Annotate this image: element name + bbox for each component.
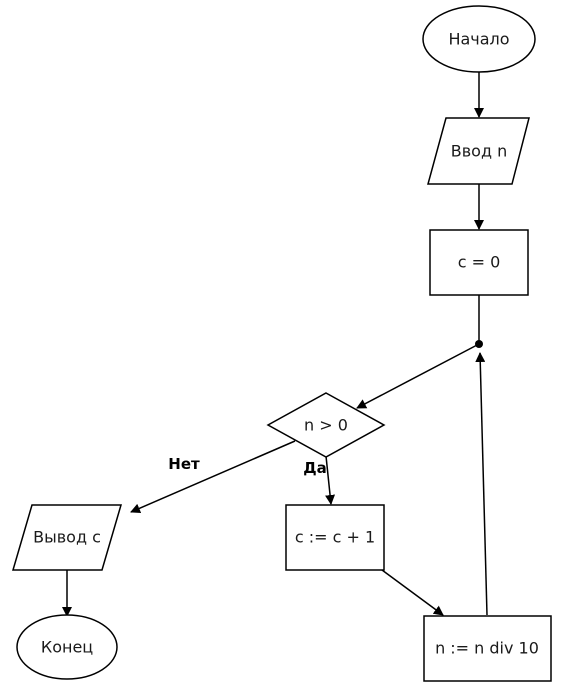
node-condition: n > 0 xyxy=(266,392,386,458)
node-increment: c := c + 1 xyxy=(285,504,385,571)
junction-dot xyxy=(475,340,483,348)
edge-divide-to-junction xyxy=(475,352,488,616)
node-start: Начало xyxy=(422,5,536,73)
node-input: Ввод n xyxy=(427,117,530,185)
edge-condition-to-output xyxy=(130,440,296,514)
node-divide: n := n div 10 xyxy=(423,615,552,682)
edge-junction-to-condition xyxy=(356,343,480,409)
node-end: Конец xyxy=(16,614,118,680)
node-condition-label: n > 0 xyxy=(304,416,348,435)
edge-condition-to-increment xyxy=(325,455,336,505)
edge-label-yes: Да xyxy=(303,459,326,477)
node-input-label: Ввод n xyxy=(451,142,507,161)
node-init: c = 0 xyxy=(429,229,529,296)
node-end-label: Конец xyxy=(41,638,93,657)
edge-increment-to-divide xyxy=(381,569,444,616)
node-output: Вывод с xyxy=(11,504,123,571)
edge-label-no: Нет xyxy=(168,455,200,473)
node-init-label: c = 0 xyxy=(458,253,501,272)
node-start-label: Начало xyxy=(448,30,509,49)
node-divide-label: n := n div 10 xyxy=(435,639,539,658)
node-increment-label: c := c + 1 xyxy=(295,528,375,547)
node-output-label: Вывод с xyxy=(33,528,101,547)
